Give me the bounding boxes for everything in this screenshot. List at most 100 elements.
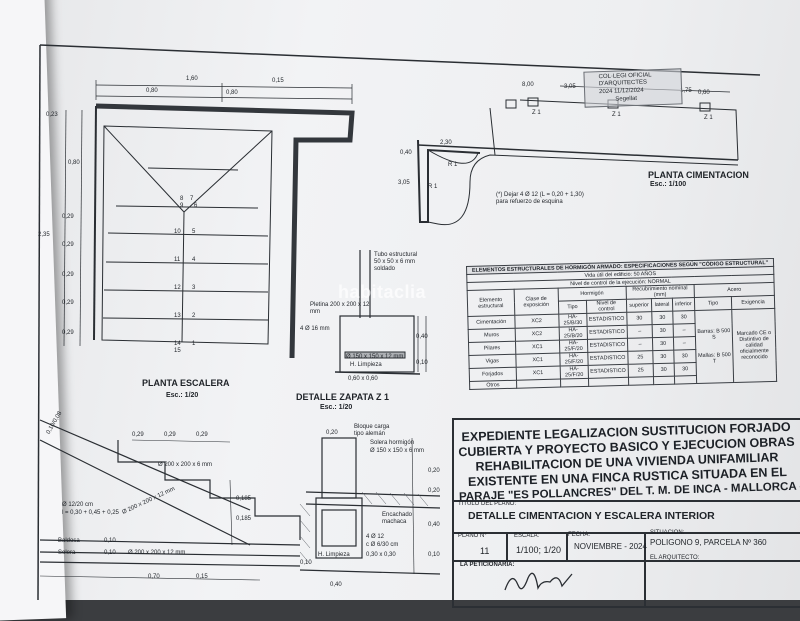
- dim-left-4: 0,29: [62, 242, 74, 248]
- table-cell: Muros: [468, 328, 516, 343]
- step-number: 3: [192, 285, 196, 291]
- dim-step-height: 0,185: [236, 516, 252, 522]
- plan-stair-scale: Esc.: 1/20: [166, 392, 199, 399]
- table-cell: ESTADISTICO: [587, 325, 628, 340]
- dim-bloque: 0,10: [300, 560, 312, 566]
- table-cell: ESTADISTICO: [587, 351, 628, 366]
- table-header: Nivel de control: [586, 299, 627, 314]
- step-number: 9: [180, 203, 184, 209]
- table-cell: XC2: [514, 314, 559, 329]
- label-r1: R 1: [448, 162, 458, 168]
- plano-num: 11: [480, 546, 490, 556]
- dim-bloque: 0,20: [428, 468, 440, 474]
- table-cell: –: [627, 337, 654, 352]
- table-cell: XC2: [514, 327, 560, 342]
- titulo-label: TITULO DEL PLANO:: [458, 501, 517, 507]
- dim-riser: 0,29: [164, 432, 176, 438]
- table-cell: 30: [653, 350, 674, 364]
- zapata-scale: Esc.: 1/20: [320, 404, 353, 411]
- table-cell: 25: [627, 363, 654, 378]
- arquitecto-label: EL ARQUITECTO:: [650, 555, 700, 561]
- table-header: Exigencia: [731, 295, 775, 310]
- table-cell: 30: [652, 311, 673, 325]
- dim-stair-total: 1,60: [186, 76, 198, 82]
- label-pletina: Pletina 200 x 200 x 12 mm: [310, 302, 370, 315]
- dim-cim-2: 1,75: [680, 88, 692, 94]
- step-number: 6: [194, 203, 198, 209]
- table-cell: –: [672, 323, 696, 338]
- step-number: 1: [192, 341, 196, 347]
- label-angle: Ø 200 x 200 x 6 mm: [158, 462, 213, 468]
- step-number: 4: [192, 257, 196, 263]
- label-baldosa: Baldosa: [58, 538, 80, 544]
- label-solera: Solera: [58, 550, 76, 556]
- dim-zapata-a: 0,40: [416, 334, 428, 340]
- expediente-title: Expediente Legalizacion Sustitucion Forj…: [457, 420, 800, 506]
- cim-note: (*) Dejar 4 Ø 12 (L = 0,20 + 1,30) para …: [496, 192, 584, 205]
- table-cell: 30: [672, 310, 696, 325]
- dim-left-2: 0,29: [62, 214, 74, 220]
- dim-zapata-b: 0,10: [416, 360, 428, 366]
- dim-bloque: 0,10: [428, 552, 440, 558]
- label-z1: Z 1: [532, 110, 541, 116]
- label-bloque: Bloque carga tipo alemán: [354, 424, 390, 437]
- signature: [504, 572, 573, 591]
- table-header: Clase de exposición: [513, 288, 559, 316]
- table-header: Tipo: [694, 296, 732, 311]
- plan-stair-title: PLANTA ESCALERA: [142, 378, 230, 388]
- table-header: Elemento estructural: [467, 289, 515, 317]
- escala-value: 1/100; 1/20: [516, 545, 562, 555]
- table-cell: 30: [673, 362, 697, 377]
- label-solera-hormigon: Solera hormigón: [370, 440, 415, 446]
- zapata-title: DETALLE ZAPATA Z 1: [296, 392, 389, 402]
- table-cell: XC1: [515, 340, 560, 355]
- table-cell: 25: [627, 350, 654, 365]
- technical-drawing: [37, 44, 761, 600]
- specs-table: ELEMENTOS ESTRUCTURALES DE HORMIGÓN ARMA…: [466, 258, 777, 390]
- dim-bloque: 0,20: [428, 488, 440, 494]
- label-z1: Z 1: [612, 112, 621, 118]
- dim-riser: 0,29: [132, 432, 144, 438]
- dim-bloque: 0,20: [326, 430, 338, 436]
- college-stamp: COL·LEGI OFICIAL D'ARQUITECTES 2024 11/1…: [583, 68, 683, 108]
- table-cell: HA-25/F/20: [559, 352, 589, 367]
- label-rebar: Ø 12/20 cm: [62, 502, 94, 508]
- table-cell: HA-25/B/20: [558, 326, 588, 341]
- step-number: 15: [174, 348, 181, 354]
- step-number: 12: [174, 285, 181, 291]
- stamp-line: D'ARQUITECTES: [598, 79, 648, 88]
- table-cell: HA-25/F/20: [560, 365, 589, 380]
- table-cell: Vigas: [468, 354, 516, 369]
- fecha-label: FECHA:: [568, 532, 591, 538]
- label-armado: 4 Ø 16 mm: [300, 326, 330, 332]
- dim-left-1: 0,80: [68, 160, 80, 166]
- dim-cim-4: 2,30: [440, 140, 452, 146]
- step-number: 5: [192, 229, 196, 235]
- plano-title: DETALLE CIMENTACION Y ESCALERA INTERIOR: [468, 510, 715, 522]
- dim-cim-5: 0,40: [400, 150, 412, 156]
- dim-bloque: 0,40: [428, 522, 440, 528]
- label-plate2: Ø 150 x 150 x 12 mm: [346, 354, 404, 360]
- label-z1: Z 1: [704, 115, 713, 121]
- table-cell: HA-25/B/30: [558, 313, 588, 328]
- situacion-label: SITUACION:: [650, 530, 685, 536]
- dim-left-0: 0,23: [46, 112, 58, 118]
- table-cell: HA-25/F/20: [559, 339, 588, 354]
- dim-step-height: 0,185: [236, 496, 252, 502]
- table-cell: 30: [673, 349, 697, 364]
- label-zapata-size: 0,60 x 0,60: [348, 376, 378, 382]
- dim-left-5: 0,29: [62, 272, 74, 278]
- table-cell: Marcado CE o Distintivo de calidad ofici…: [731, 308, 777, 383]
- cim-scale: Esc.: 1/100: [650, 181, 687, 188]
- table-cell: Otros: [469, 380, 517, 390]
- label-bloque-size: 0,30 x 0,30: [366, 552, 396, 558]
- table-cell: Cimentación: [467, 315, 515, 330]
- dim-base: 0,70: [148, 574, 160, 580]
- table-cell: XC1: [515, 366, 561, 381]
- step-number: 7: [190, 196, 194, 202]
- peticionaria-label: LA PETICIONARIA:: [460, 562, 515, 568]
- fecha-value: NOVIEMBRE - 2024: [574, 542, 647, 551]
- table-cell: 30: [653, 363, 675, 377]
- dim-cim-3: 0,60: [698, 90, 710, 96]
- acero-tipo-2: Mallas: B 500 T: [698, 352, 731, 365]
